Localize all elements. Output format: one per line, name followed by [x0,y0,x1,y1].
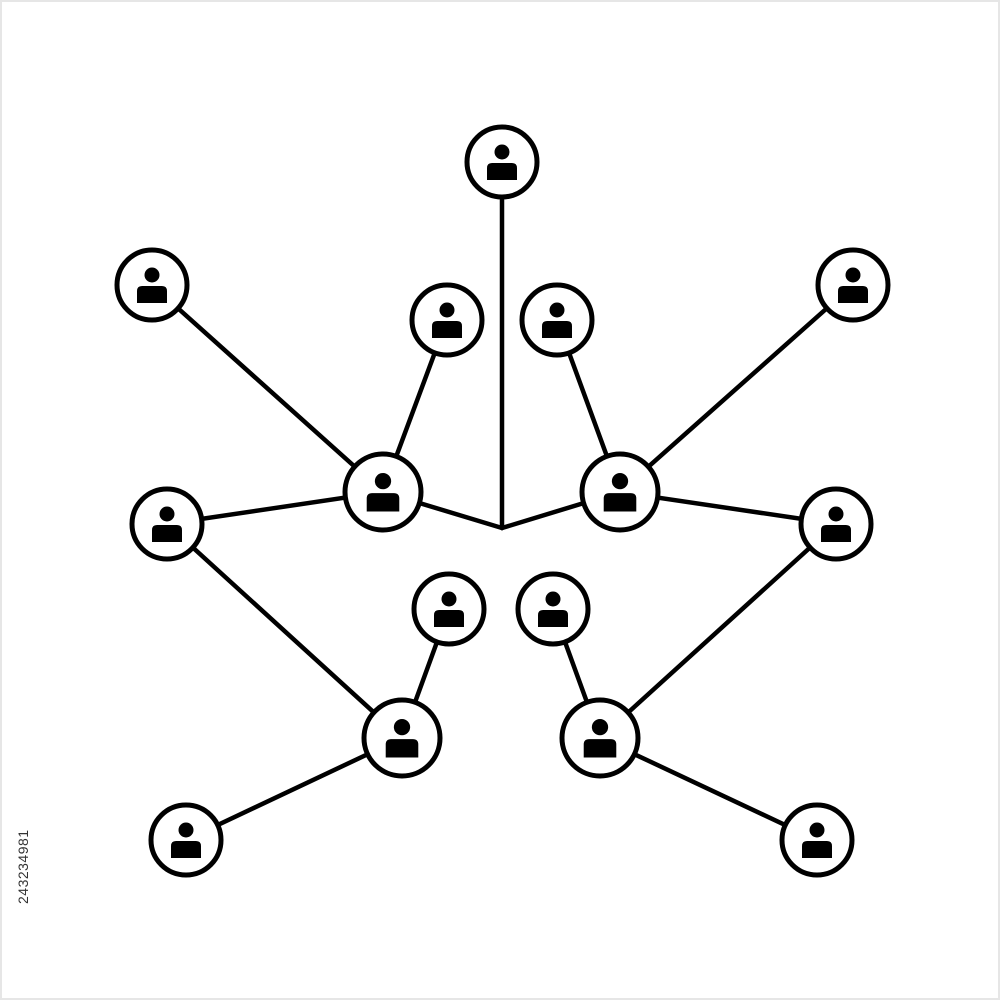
node-bottom-left [148,802,224,878]
node-circle [798,486,874,562]
person-icon [583,719,617,758]
node-lower-left-inner [411,571,487,647]
node-hub-lower-right [559,697,641,779]
person-icon [385,719,419,758]
node-mid-left [129,486,205,562]
edge-hub-upper-left-to-upper-left-outer [149,282,386,495]
person-icon [366,473,400,512]
node-circle [579,451,661,533]
node-circle [815,247,891,323]
person-icon [432,302,462,338]
person-icon [542,302,572,338]
person-icon [152,506,182,542]
node-circle [464,124,540,200]
node-upper-left-inner [409,282,485,358]
node-circle [559,697,641,779]
edge-mid-right-to-hub-lower-right [597,521,839,741]
node-circle [342,451,424,533]
node-lower-right-inner [515,571,591,647]
node-root [464,124,540,200]
node-circle [411,571,487,647]
node-hub-upper-left [342,451,424,533]
person-icon [821,506,851,542]
node-circle [114,247,190,323]
person-icon [838,267,868,303]
node-circle [515,571,591,647]
person-icon [137,267,167,303]
node-upper-right-outer [815,247,891,323]
node-mid-right [798,486,874,562]
node-bottom-right [779,802,855,878]
node-circle [409,282,485,358]
node-upper-right-inner [519,282,595,358]
node-circle [779,802,855,878]
stock-id-label: 243234981 [15,829,31,905]
person-icon [802,822,832,858]
person-icon [171,822,201,858]
node-circle [519,282,595,358]
person-icon [487,144,517,180]
node-hub-lower-left [361,697,443,779]
node-circle [129,486,205,562]
node-hub-upper-right [579,451,661,533]
nodes [114,124,891,878]
node-circle [361,697,443,779]
node-circle [148,802,224,878]
person-icon [434,591,464,627]
edge-mid-left-to-hub-lower-left [164,521,405,741]
person-icon [538,591,568,627]
edge-hub-upper-right-to-upper-right-outer [617,282,856,495]
node-upper-left-outer [114,247,190,323]
person-icon [603,473,637,512]
edges [149,159,856,843]
